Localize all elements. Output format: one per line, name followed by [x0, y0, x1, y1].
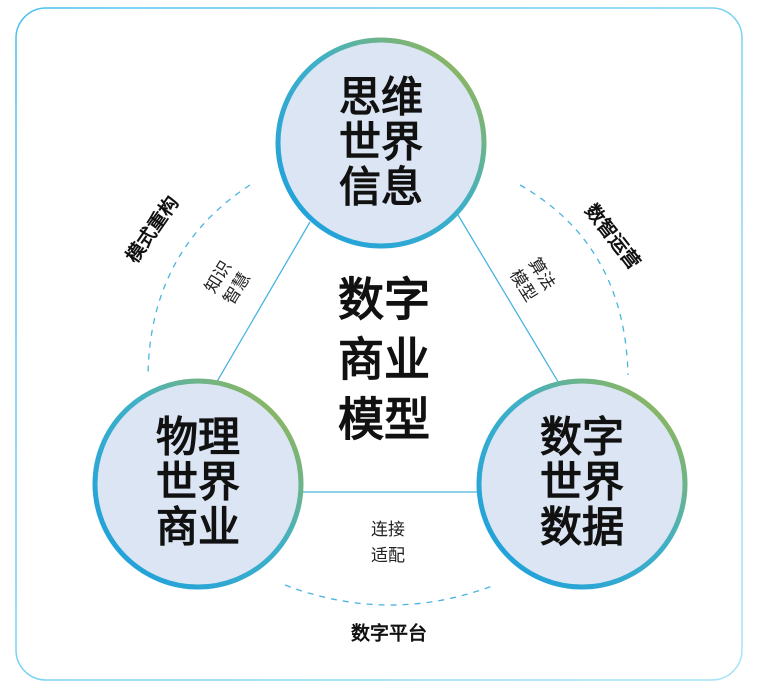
center-line-2: 商业 [338, 333, 430, 387]
center-title: 数字 商业 模型 [338, 273, 430, 447]
dashed-arc-bottom [284, 584, 496, 606]
dashed-arc-right [519, 184, 629, 376]
edge-bottom-line-2: 适配 [371, 546, 405, 566]
dashed-arcs [147, 184, 629, 606]
connector-top-right [457, 214, 561, 386]
node-right-line-1: 数字 [540, 413, 624, 462]
node-physical-world: 物理 世界 商业 [92, 378, 304, 590]
dashed-arc-left [147, 184, 251, 376]
node-thinking-world: 思维 世界 信息 [275, 37, 487, 249]
node-circle-top [275, 37, 487, 249]
center-line-1: 数字 [338, 273, 430, 327]
node-top-line-1: 思维 [339, 73, 423, 122]
connector-top-left [214, 221, 311, 386]
arc-label-bottom: 数字平台 [351, 622, 427, 645]
center-line-3: 模型 [338, 393, 430, 447]
node-right-line-2: 世界 [540, 458, 624, 507]
node-circle-right [476, 378, 688, 590]
node-left-line-3: 商业 [156, 503, 240, 552]
edge-label-bottom: 连接 适配 [371, 520, 405, 566]
connector-lines [214, 214, 561, 493]
node-left-line-2: 世界 [156, 458, 240, 507]
edge-bottom-line-1: 连接 [371, 520, 405, 540]
node-top-line-2: 世界 [339, 118, 423, 167]
node-right-line-3: 数据 [540, 503, 624, 552]
node-digital-world: 数字 世界 数据 [476, 378, 688, 590]
node-top-line-3: 信息 [339, 163, 423, 212]
node-left-line-1: 物理 [156, 413, 240, 462]
node-circle-left [92, 378, 304, 590]
